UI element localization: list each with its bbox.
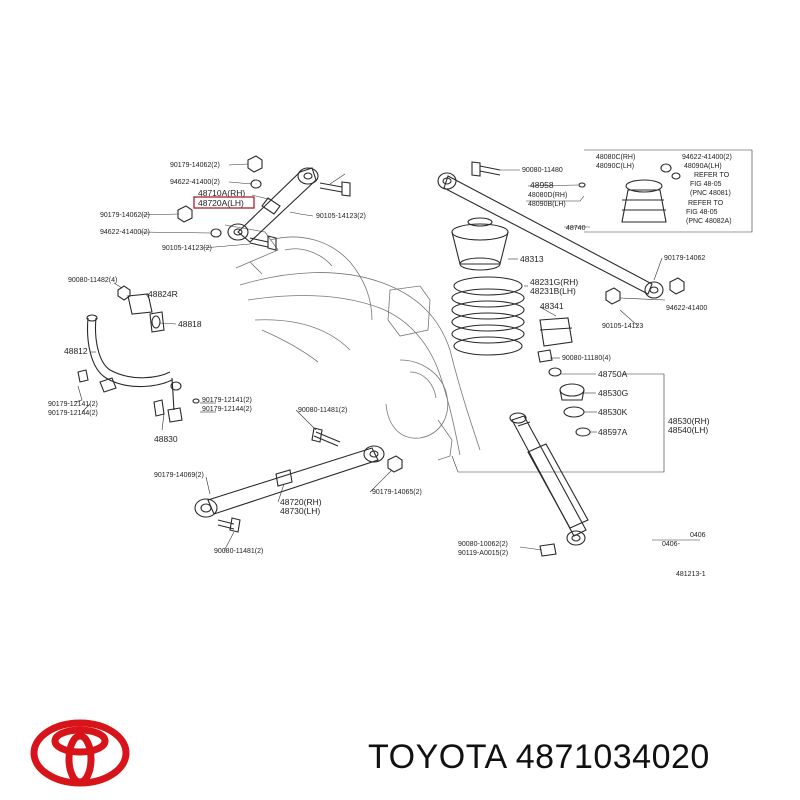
label-l10: 48958 [530, 180, 554, 190]
label-l38: 90080-11482(4) [68, 277, 117, 284]
label-l12: 48090C(LH) [596, 163, 634, 170]
label-l35: 48597A [598, 427, 628, 437]
label-l24: 48313 [520, 254, 544, 264]
label-l54: 90119-A0015(2) [458, 550, 508, 557]
label-l48: 90179-14069(2) [154, 472, 204, 479]
label-l6: 94622-41400(2) [100, 229, 150, 236]
lateral-rod-drawing [437, 161, 685, 305]
label-l8: 90105-14123(2) [316, 213, 366, 220]
label-l15: 48740 [566, 225, 586, 232]
label-l51: 90179-14065(2) [372, 489, 422, 496]
label-l34: 48530K [598, 407, 628, 417]
label-l50: 48730(LH) [280, 506, 320, 516]
label-l28: 48231G(RH) [530, 277, 578, 287]
product-caption: TOYOTA 4871034020 [368, 738, 710, 776]
label-l21: REFER TO [688, 200, 724, 207]
label-l47: 90080-11481(2) [298, 407, 347, 414]
leader-lines [73, 163, 700, 552]
axle-housing-drawing [224, 224, 481, 461]
label-l2: 94622-41400(2) [170, 179, 220, 186]
label-l57: 481213-1 [676, 571, 706, 578]
part-labels: 90179-14062(2) 94622-41400(2) 48710A(RH)… [48, 154, 732, 578]
highlight-box [193, 196, 255, 209]
label-l37: 48540(LH) [668, 425, 708, 435]
bump-stopper-drawing [578, 149, 753, 233]
label-l45: 90179-12144(2) [202, 406, 252, 413]
label-l53: 90080-10062(2) [458, 541, 508, 548]
label-l41: 48812 [64, 346, 88, 356]
label-l36: 48530(RH) [668, 416, 710, 426]
shock-absorber-drawing [509, 412, 589, 557]
label-l40: 48818 [178, 319, 202, 329]
label-l25: 90179-14062 [664, 255, 705, 262]
lower-control-arm-drawing [194, 427, 403, 533]
label-l3: 48710A(RH) [198, 188, 245, 198]
label-l43: 90179-12144(2) [48, 410, 98, 417]
coil-spring-drawing [451, 217, 525, 356]
label-l18: REFER TO [694, 172, 730, 179]
label-l44: 90179-12141(2) [202, 397, 252, 404]
label-l27: 90105-14123 [602, 323, 643, 330]
label-l19: FIG 48-05 [690, 181, 722, 188]
label-l14: 48090B(LH) [528, 201, 566, 208]
label-l11: 48080C(RH) [596, 154, 635, 161]
label-l16: 94622-41400(2) [682, 154, 732, 161]
label-l39: 48824R [148, 289, 178, 299]
label-l33: 48530G [598, 388, 628, 398]
label-l49: 48720(RH) [280, 497, 322, 507]
label-l13: 48080D(RH) [528, 192, 567, 199]
label-l22: FIG 48-05 [686, 209, 718, 216]
label-l46: 48830 [154, 434, 178, 444]
label-l20: (PNC 48081) [690, 190, 731, 197]
label-l52: 90080-11481(2) [214, 548, 263, 555]
stabilizer-bar-drawing [77, 285, 200, 423]
upper-control-arm-drawing [177, 155, 351, 251]
label-l56: 0406- [662, 541, 681, 548]
label-l32: 48750A [598, 369, 628, 379]
label-l26: 94622-41400 [666, 305, 707, 312]
label-l17: 48090A(LH) [684, 163, 722, 170]
label-l1: 90179-14062(2) [170, 162, 220, 169]
spring-seat-drawing [537, 317, 591, 437]
label-l9: 90080-11480 [522, 167, 563, 174]
label-l4: 48720A(LH) [198, 198, 244, 208]
label-l7: 90105-14123(2) [162, 245, 212, 252]
label-l23: (PNC 48082A) [686, 218, 732, 225]
label-l55: 0406 [690, 532, 706, 539]
toyota-logo-icon [30, 719, 130, 787]
label-l30: 48341 [540, 301, 564, 311]
label-l42: 90179-12141(2) [48, 401, 98, 408]
label-l31: 90080-11180(4) [562, 355, 611, 362]
label-l29: 48231B(LH) [530, 286, 576, 296]
label-l5: 90179-14062(2) [100, 212, 150, 219]
